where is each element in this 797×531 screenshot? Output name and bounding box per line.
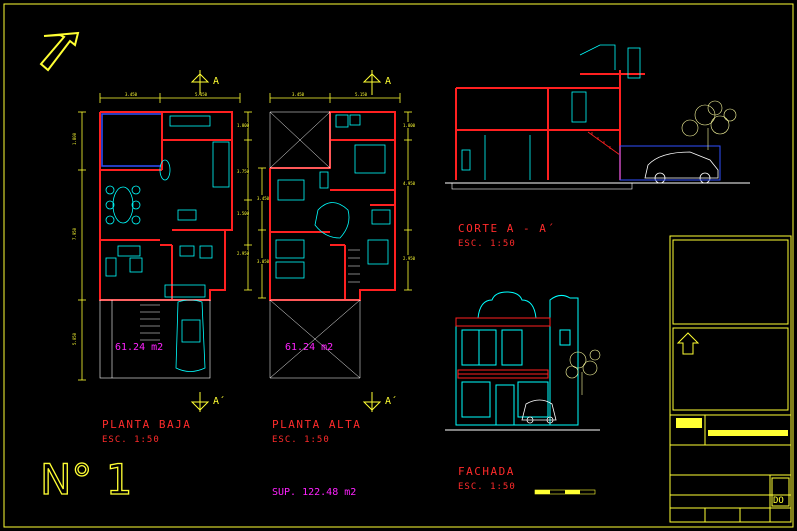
facade-car-icon xyxy=(521,399,557,424)
facade-drawing: FACHADA ESC. 1:50 xyxy=(445,291,601,495)
svg-text:3.450: 3.450 xyxy=(292,92,305,97)
svg-text:1.800: 1.800 xyxy=(237,123,250,128)
sheet-border xyxy=(3,3,794,528)
section-drawing: CORTE A - A´ ESC. 1:50 xyxy=(445,44,750,249)
title-block-logo xyxy=(676,418,702,428)
section-mark-a-end-ground: A´ xyxy=(213,395,225,407)
scale-planta-baja: ESC. 1:50 xyxy=(102,435,160,445)
svg-text:2.950: 2.950 xyxy=(237,251,250,256)
svg-text:1.800: 1.800 xyxy=(72,132,77,145)
svg-text:1.500: 1.500 xyxy=(237,211,250,216)
title-planta-baja: PLANTA BAJA xyxy=(102,418,191,431)
svg-text:4.950: 4.950 xyxy=(403,181,416,186)
title-planta-alta: PLANTA ALTA xyxy=(272,418,361,431)
svg-text:5.150: 5.150 xyxy=(355,92,368,97)
sheet-code-box: DO xyxy=(771,477,790,507)
svg-text:2.950: 2.950 xyxy=(403,256,416,261)
title-corte: CORTE A - A´ xyxy=(458,222,555,235)
area-upper: 61.24 m2 xyxy=(285,342,333,353)
title-fachada: FACHADA xyxy=(458,465,515,478)
svg-text:3.450: 3.450 xyxy=(257,196,270,201)
scale-corte: ESC. 1:50 xyxy=(458,239,516,249)
svg-text:DO: DO xyxy=(773,496,784,506)
title-block-north-icon xyxy=(676,332,700,355)
svg-text:3.750: 3.750 xyxy=(237,169,250,174)
tree-icon xyxy=(681,100,737,150)
section-mark-a-end-upper: A´ xyxy=(385,395,397,407)
area-ground: 61.24 m2 xyxy=(115,342,163,353)
svg-text:5.150: 5.150 xyxy=(195,92,208,97)
svg-text:1.800: 1.800 xyxy=(403,123,416,128)
north-arrow-icon xyxy=(39,31,80,72)
title-block-bar xyxy=(708,430,788,436)
total-area: SUP. 122.48 m2 xyxy=(272,487,356,498)
car-icon xyxy=(644,151,719,184)
section-mark-a-upper: A xyxy=(385,76,391,87)
title-block xyxy=(669,235,792,523)
scale-planta-alta: ESC. 1:50 xyxy=(272,435,330,445)
svg-text:7.950: 7.950 xyxy=(72,227,77,240)
upper-floor-plan: 3.450 5.150 1.800 4.950 2.950 3.450 3.050… xyxy=(256,70,416,445)
svg-text:5.050: 5.050 xyxy=(72,332,77,345)
graphic-scale xyxy=(534,489,596,495)
svg-text:3.450: 3.450 xyxy=(125,92,138,97)
section-mark-a-ground: A xyxy=(213,76,219,87)
facade-tree-icon xyxy=(565,349,601,395)
sheet-number: N° 1 xyxy=(40,455,133,504)
svg-text:3.050: 3.050 xyxy=(257,259,270,264)
scale-fachada: ESC. 1:50 xyxy=(458,482,516,492)
ground-floor-plan: 3.450 5.150 1.800 7.950 5.050 1.800 3.750… xyxy=(72,70,252,445)
